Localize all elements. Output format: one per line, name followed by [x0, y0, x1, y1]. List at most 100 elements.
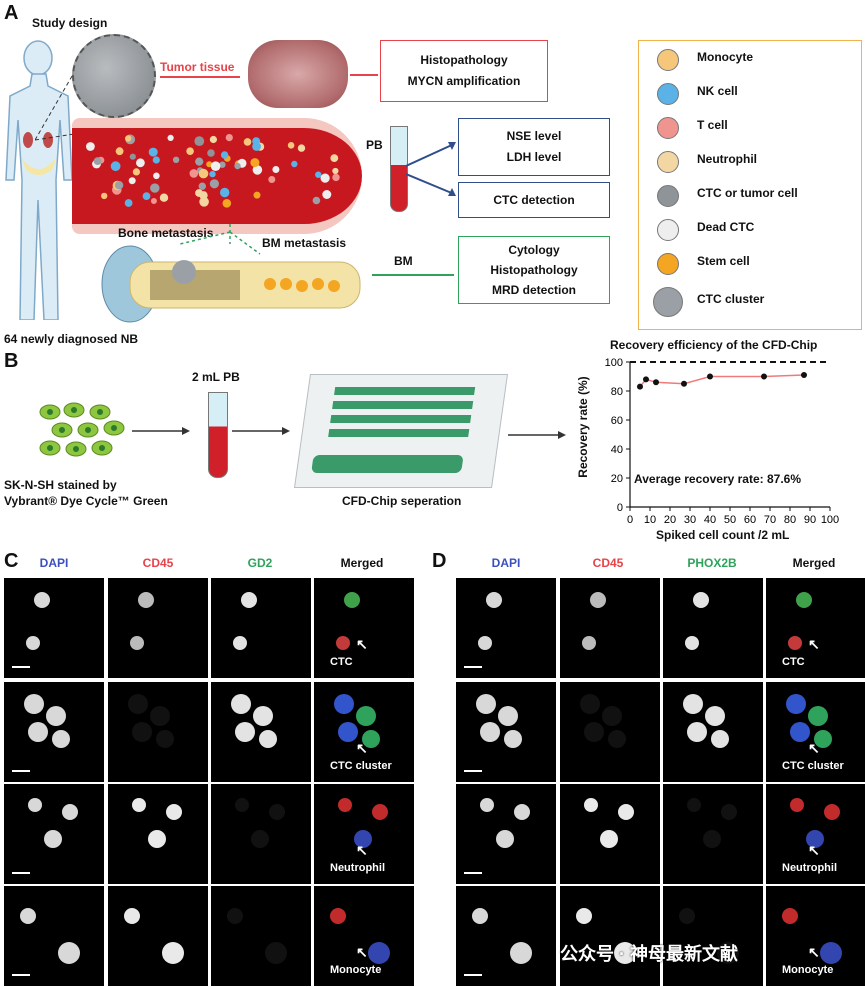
scale-bar [12, 872, 30, 874]
vessel-cell [101, 192, 108, 200]
arrow-to-histo [350, 74, 378, 76]
chart-title: Recovery efficiency of the CFD-Chip [610, 338, 818, 352]
cell [584, 798, 598, 812]
nk-cell-icon [657, 83, 679, 105]
neutrophil-icon [657, 151, 679, 173]
cell [34, 592, 50, 608]
study-design-label: Study design [32, 16, 108, 30]
micrograph-r4-c2 [560, 886, 660, 986]
micrograph-r3-c2 [108, 784, 208, 884]
vessel-cell [297, 144, 306, 152]
cell-legend: Monocyte NK cell T cell Neutrophil CTC o… [638, 40, 862, 330]
cell [808, 706, 828, 726]
cell [796, 592, 812, 608]
vessel-cell [124, 199, 133, 207]
cell [46, 706, 66, 726]
cell [693, 592, 709, 608]
cell [602, 706, 622, 726]
micrograph-r1-c3 [211, 578, 311, 678]
green-cells-illustration [39, 402, 125, 457]
recovery-point [801, 372, 807, 379]
recovery-point [681, 380, 687, 387]
vessel-cell [194, 136, 205, 146]
scale-bar [464, 872, 482, 874]
vessel-cell [125, 135, 132, 142]
scale-bar [464, 770, 482, 772]
recovery-point [643, 376, 649, 383]
vessel-cell [287, 142, 295, 149]
cell [514, 804, 530, 820]
recovery-point [707, 373, 713, 380]
cell [58, 942, 80, 964]
scale-bar [12, 666, 30, 668]
cell [782, 908, 798, 924]
micrograph-r3-c4: Neutrophil↖ [766, 784, 865, 884]
y-tick-label: 100 [605, 357, 623, 369]
scale-bar [464, 974, 482, 976]
cell [233, 636, 247, 650]
cell [166, 804, 182, 820]
pb-volume-label: 2 mL PB [192, 370, 240, 384]
bone-metastasis-label: Bone metastasis [118, 226, 214, 240]
micrograph-r3-c1 [456, 784, 556, 884]
cell [510, 942, 532, 964]
cell [231, 694, 251, 714]
c-channel-dapi: DAPI [39, 556, 69, 570]
cell [338, 722, 358, 742]
histopathology-box: Histopathology MYCN amplification [380, 40, 548, 102]
y-tick-label: 20 [611, 473, 623, 485]
cell-type-label: CTC [330, 656, 353, 668]
legend-stem-cell: Stem cell [639, 249, 859, 277]
cell [330, 908, 346, 924]
mrd-text: MRD detection [492, 283, 576, 297]
legend-neutrophil: Neutrophil [639, 147, 859, 175]
cell [259, 730, 277, 748]
x-tick-label: 0 [627, 514, 633, 526]
cell-type-label: CTC cluster [782, 760, 844, 772]
cell [814, 730, 832, 748]
recovery-point [761, 373, 767, 380]
vessel-cell [142, 192, 151, 200]
vessel-cell [320, 173, 330, 183]
vessel-cell [222, 199, 232, 208]
vessel-cell [189, 169, 199, 178]
vessel-cell [253, 191, 261, 199]
pointer-arrow-icon: ↖ [356, 944, 368, 960]
cell-type-label: Neutrophil [330, 862, 385, 874]
vessel-cell [195, 157, 204, 166]
x-tick-label: 40 [704, 514, 716, 526]
cell [344, 592, 360, 608]
tumor-tissue-label: Tumor tissue [160, 60, 235, 74]
chip-label: CFD-Chip seperation [342, 494, 462, 508]
micrograph-r1-c4: CTC↖ [314, 578, 414, 678]
cell [685, 636, 699, 650]
vessel-cell [225, 134, 233, 142]
cell [28, 722, 48, 742]
vessel-cell [243, 138, 252, 146]
cell [52, 730, 70, 748]
legend-ctc: CTC or tumor cell [639, 181, 859, 209]
cell [820, 942, 842, 964]
x-tick-label: 30 [684, 514, 696, 526]
micrograph-r2-c4: CTC cluster↖ [314, 682, 414, 782]
vessel-cell [199, 197, 209, 207]
arrow-to-tissue [160, 76, 240, 78]
x-tick-label: 10 [644, 514, 656, 526]
bm-label: BM [394, 254, 413, 268]
x-tick-label: 70 [764, 514, 776, 526]
cell [150, 706, 170, 726]
cell [580, 694, 600, 714]
cell [362, 730, 380, 748]
vessel-cell [167, 134, 174, 141]
arrow-to-bm-box [372, 274, 454, 276]
vessel-cell [128, 177, 136, 185]
chart-xlabel: Spiked cell count /2 mL [656, 528, 790, 542]
vessel-cell [209, 170, 216, 178]
cell [162, 942, 184, 964]
cell [790, 798, 804, 812]
cell [130, 636, 144, 650]
cell [480, 722, 500, 742]
cell [790, 722, 810, 742]
tumor-illustration [72, 34, 156, 118]
cell-type-label: CTC [782, 656, 805, 668]
